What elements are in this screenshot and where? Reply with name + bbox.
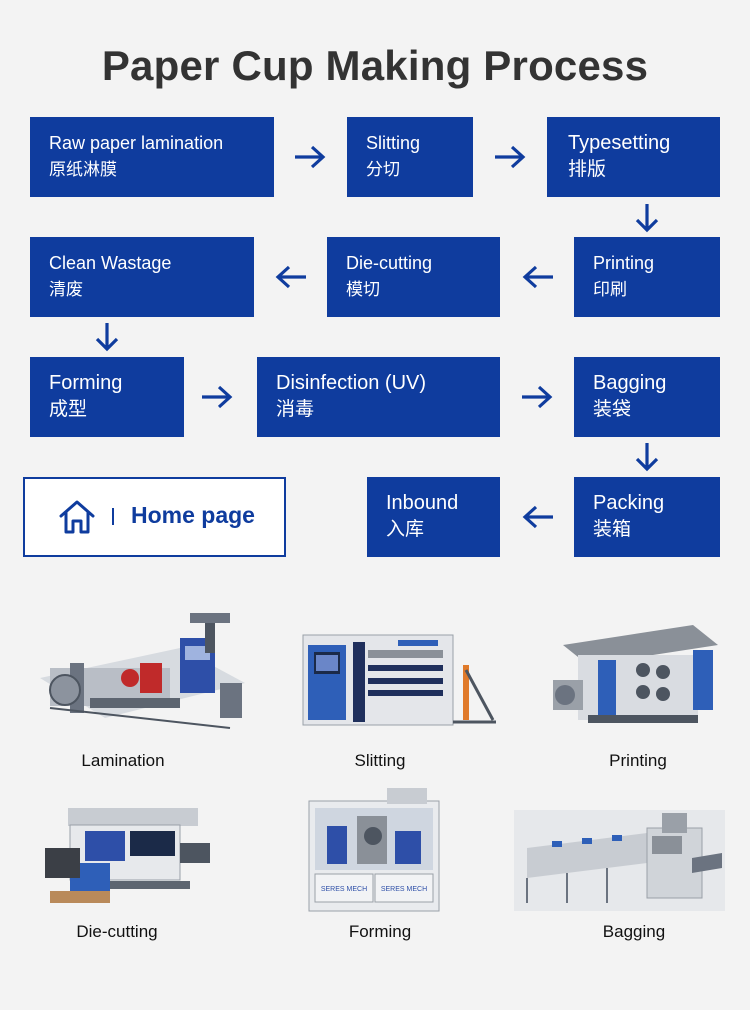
step-label-cn: 消毒 bbox=[276, 399, 315, 420]
arrow-down-icon bbox=[634, 441, 660, 473]
forming-machine-image: SERES MECH SERES MECH bbox=[307, 786, 442, 926]
step-label-cn: 成型 bbox=[49, 399, 88, 420]
step-label-en: Clean Wastage bbox=[49, 253, 172, 273]
step-label-cn: 装袋 bbox=[593, 399, 632, 420]
arrow-left-icon bbox=[521, 264, 555, 290]
step-inbound: Inbound 入库 bbox=[367, 477, 500, 557]
caption-slitting: Slitting bbox=[354, 751, 406, 770]
caption-bagging: Bagging bbox=[602, 922, 666, 941]
arrow-right-icon bbox=[293, 144, 327, 170]
house-icon bbox=[58, 499, 96, 540]
caption-lamination: Lamination bbox=[81, 751, 165, 770]
step-label-en: Slitting bbox=[366, 133, 421, 153]
page-title: Paper Cup Making Process bbox=[101, 42, 649, 89]
die-cutting-machine-image bbox=[40, 803, 230, 913]
step-label-en: Die-cutting bbox=[346, 253, 433, 273]
machine-brand-label: SERES MECH bbox=[321, 886, 367, 893]
caption-printing: Printing bbox=[609, 751, 667, 770]
arrow-right-icon bbox=[200, 384, 234, 410]
step-printing: Printing 印刷 bbox=[574, 237, 720, 317]
step-label-cn: 模切 bbox=[346, 280, 380, 299]
slitting-machine-image bbox=[298, 630, 498, 735]
step-packing: Packing 装箱 bbox=[574, 477, 720, 557]
step-label-en: Disinfection (UV) bbox=[276, 372, 427, 394]
step-label-en: Packing bbox=[593, 492, 665, 514]
step-label-cn: 排版 bbox=[568, 159, 607, 180]
lamination-machine-image bbox=[30, 608, 250, 753]
step-label-cn: 分切 bbox=[366, 160, 400, 179]
step-typesetting: Typesetting 排版 bbox=[547, 117, 720, 197]
step-label-cn: 入库 bbox=[386, 519, 425, 540]
home-page-label: Home page bbox=[131, 502, 255, 528]
arrow-left-icon bbox=[521, 504, 555, 530]
step-label-cn: 原纸淋膜 bbox=[49, 160, 117, 179]
step-slitting: Slitting 分切 bbox=[347, 117, 473, 197]
step-raw-paper-lamination: Raw paper lamination 原纸淋膜 bbox=[30, 117, 274, 197]
step-forming: Forming 成型 bbox=[30, 357, 184, 437]
step-die-cutting: Die-cutting 模切 bbox=[327, 237, 500, 317]
arrow-down-icon bbox=[94, 321, 120, 353]
arrow-down-icon bbox=[634, 202, 660, 234]
step-disinfection: Disinfection (UV) 消毒 bbox=[257, 357, 500, 437]
step-label-en: Inbound bbox=[386, 492, 459, 514]
step-label-en: Printing bbox=[593, 253, 655, 273]
step-label-en: Bagging bbox=[593, 372, 667, 394]
home-page-button[interactable]: Home page bbox=[23, 477, 286, 557]
step-bagging: Bagging 装袋 bbox=[574, 357, 720, 437]
bagging-machine-image bbox=[512, 808, 727, 918]
arrow-left-icon bbox=[274, 264, 308, 290]
step-label-en: Typesetting bbox=[568, 132, 671, 154]
caption-forming: Forming bbox=[348, 922, 412, 941]
arrow-right-icon bbox=[493, 144, 527, 170]
arrow-right-icon bbox=[520, 384, 554, 410]
step-label-cn: 装箱 bbox=[593, 519, 632, 540]
machine-brand-label: SERES MECH bbox=[381, 886, 427, 893]
step-clean-wastage: Clean Wastage 清废 bbox=[30, 237, 254, 317]
separator bbox=[112, 508, 114, 525]
step-label-en: Raw paper lamination bbox=[49, 133, 224, 153]
step-label-cn: 清废 bbox=[49, 280, 83, 299]
step-label-en: Forming bbox=[49, 372, 123, 394]
caption-die-cutting: Die-cutting bbox=[76, 922, 158, 941]
printing-machine-image bbox=[543, 620, 733, 735]
step-label-cn: 印刷 bbox=[593, 280, 627, 299]
